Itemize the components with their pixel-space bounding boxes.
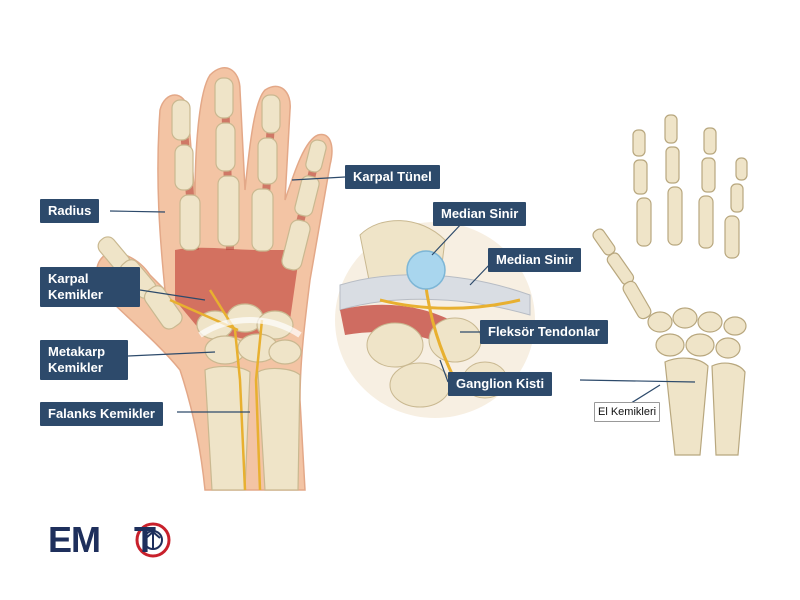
label-ganglion-kisti: Ganglion Kisti bbox=[448, 372, 553, 396]
leader-lines-left bbox=[109, 176, 346, 413]
forearm-bones bbox=[204, 365, 301, 491]
carpal-bones bbox=[196, 303, 302, 365]
label-metakarp-line1: Metakarp bbox=[48, 344, 106, 359]
label-median-sinir-top: Median Sinir bbox=[433, 202, 527, 226]
label-metakarp-kemikler: Metakarp Kemikler bbox=[40, 340, 128, 380]
hand-anatomy-left bbox=[96, 67, 333, 491]
closeup-nerves bbox=[379, 279, 521, 381]
label-median-sinir-right: Median Sinir bbox=[488, 248, 582, 272]
emot-logo: EM T bbox=[48, 519, 156, 560]
ganglion-cyst bbox=[406, 250, 446, 290]
label-karpal-kemikler: Karpal Kemikler bbox=[40, 267, 140, 307]
skeletal-hand-right bbox=[592, 114, 748, 456]
label-karpal-kemikler-line2: Kemikler bbox=[48, 287, 103, 302]
logo-emblem bbox=[135, 522, 171, 558]
label-fleksor-tendonlar: Fleksör Tendonlar bbox=[480, 320, 608, 344]
finger-bones bbox=[97, 77, 327, 330]
carpal-ligament bbox=[198, 317, 302, 338]
label-karpal-tunel: Karpal Tünel bbox=[345, 165, 440, 189]
label-falanks-kemikler: Falanks Kemikler bbox=[40, 402, 163, 426]
label-el-kemikleri: El Kemikleri bbox=[594, 402, 661, 422]
label-karpal-kemikler-line1: Karpal bbox=[48, 271, 89, 286]
label-radius: Radius bbox=[40, 199, 100, 223]
label-metakarp-line2: Kemikler bbox=[48, 360, 103, 375]
logo-text-right: T bbox=[134, 519, 156, 560]
leader-lines-right bbox=[579, 379, 696, 406]
logo-text-left: EM bbox=[48, 519, 101, 560]
closeup-illustration bbox=[335, 220, 535, 418]
